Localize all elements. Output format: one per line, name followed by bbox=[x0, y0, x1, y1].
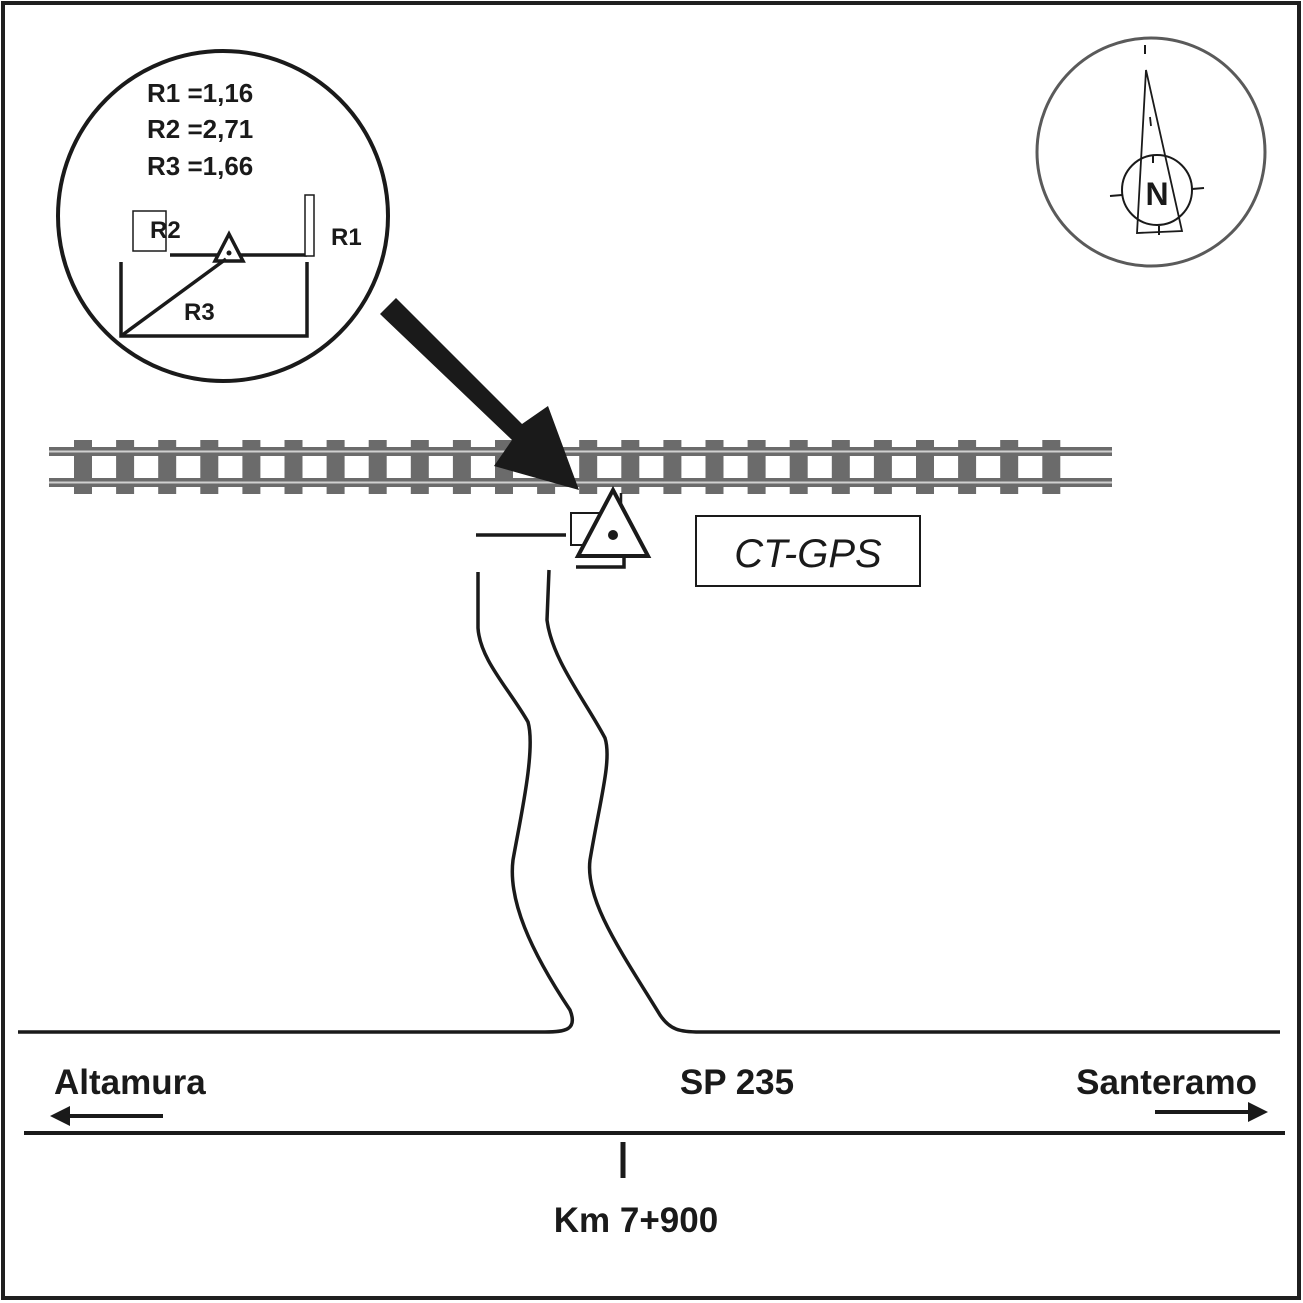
railway-tie bbox=[789, 440, 808, 494]
r2-sketch-label: R2 bbox=[150, 217, 181, 244]
railway-tie bbox=[200, 440, 219, 494]
access-road-left-edge bbox=[18, 572, 575, 1034]
r2-reference-box bbox=[132, 210, 167, 252]
station-name: CT-GPS bbox=[734, 532, 882, 576]
inset-circle bbox=[56, 49, 390, 383]
measurement-r1: R1 =1,16 bbox=[147, 78, 253, 108]
railway-tie bbox=[1000, 440, 1019, 494]
compass-tick-needle bbox=[1149, 116, 1152, 127]
benchmark-point-icon bbox=[226, 250, 232, 256]
railway-tie bbox=[158, 440, 177, 494]
inset-detail: R1 =1,16 R2 =2,71 R3 =1,66 R2 R1 R3 bbox=[56, 49, 390, 383]
r3-diagonal bbox=[119, 257, 228, 338]
r1-reference-post bbox=[304, 194, 315, 257]
north-arrow: N bbox=[1035, 36, 1267, 268]
railway-tie bbox=[621, 440, 640, 494]
benchmark-point-icon bbox=[608, 530, 618, 540]
benchmark-triangle-icon bbox=[212, 230, 246, 263]
compass-tick-e bbox=[1191, 187, 1205, 190]
north-label: N bbox=[1145, 176, 1168, 212]
r3-sketch-label: R3 bbox=[184, 299, 215, 326]
railway-tie bbox=[326, 440, 345, 494]
pointer-arrow-icon bbox=[380, 298, 579, 490]
access-road bbox=[18, 569, 1280, 1034]
railway-tie bbox=[831, 440, 850, 494]
measurement-r2: R2 =2,71 bbox=[147, 114, 253, 144]
benchmark-triangle-icon bbox=[574, 485, 652, 558]
railway-tie bbox=[116, 440, 135, 494]
railway-tie bbox=[663, 440, 682, 494]
railway-tie bbox=[1042, 440, 1061, 494]
railway-tie bbox=[916, 440, 934, 494]
station-label-box bbox=[695, 515, 921, 587]
road-name: SP 235 bbox=[680, 1063, 794, 1102]
compass-tick-w bbox=[1109, 194, 1123, 197]
arrow-right-icon bbox=[1155, 1102, 1268, 1122]
inset-enclosure bbox=[119, 262, 309, 338]
access-road-right-edge bbox=[545, 569, 1280, 1034]
gps-benchmark bbox=[476, 485, 652, 569]
railway-tie bbox=[74, 440, 92, 494]
railway-tie bbox=[242, 440, 261, 494]
railway-tie bbox=[579, 440, 598, 494]
railway-track bbox=[49, 440, 1112, 494]
compass-inner-ring bbox=[1121, 154, 1193, 226]
destination-left: Altamura bbox=[54, 1063, 206, 1102]
destination-right: Santeramo bbox=[1076, 1063, 1257, 1102]
r1-sketch-label: R1 bbox=[331, 224, 362, 251]
railway-tie bbox=[705, 440, 724, 494]
compass-ring bbox=[1035, 36, 1267, 268]
railway-tie bbox=[747, 440, 766, 494]
railway-tie bbox=[410, 440, 429, 494]
railway-tie bbox=[452, 440, 471, 494]
arrow-left-icon bbox=[50, 1106, 163, 1126]
km-marker: Km 7+900 bbox=[554, 1201, 718, 1240]
railway-tie bbox=[368, 440, 387, 494]
measurement-r3: R3 =1,66 bbox=[147, 151, 253, 181]
benchmark-base bbox=[576, 558, 626, 569]
railway-tie bbox=[873, 440, 892, 494]
railway-tie bbox=[958, 440, 977, 494]
railway-tie bbox=[284, 440, 303, 494]
